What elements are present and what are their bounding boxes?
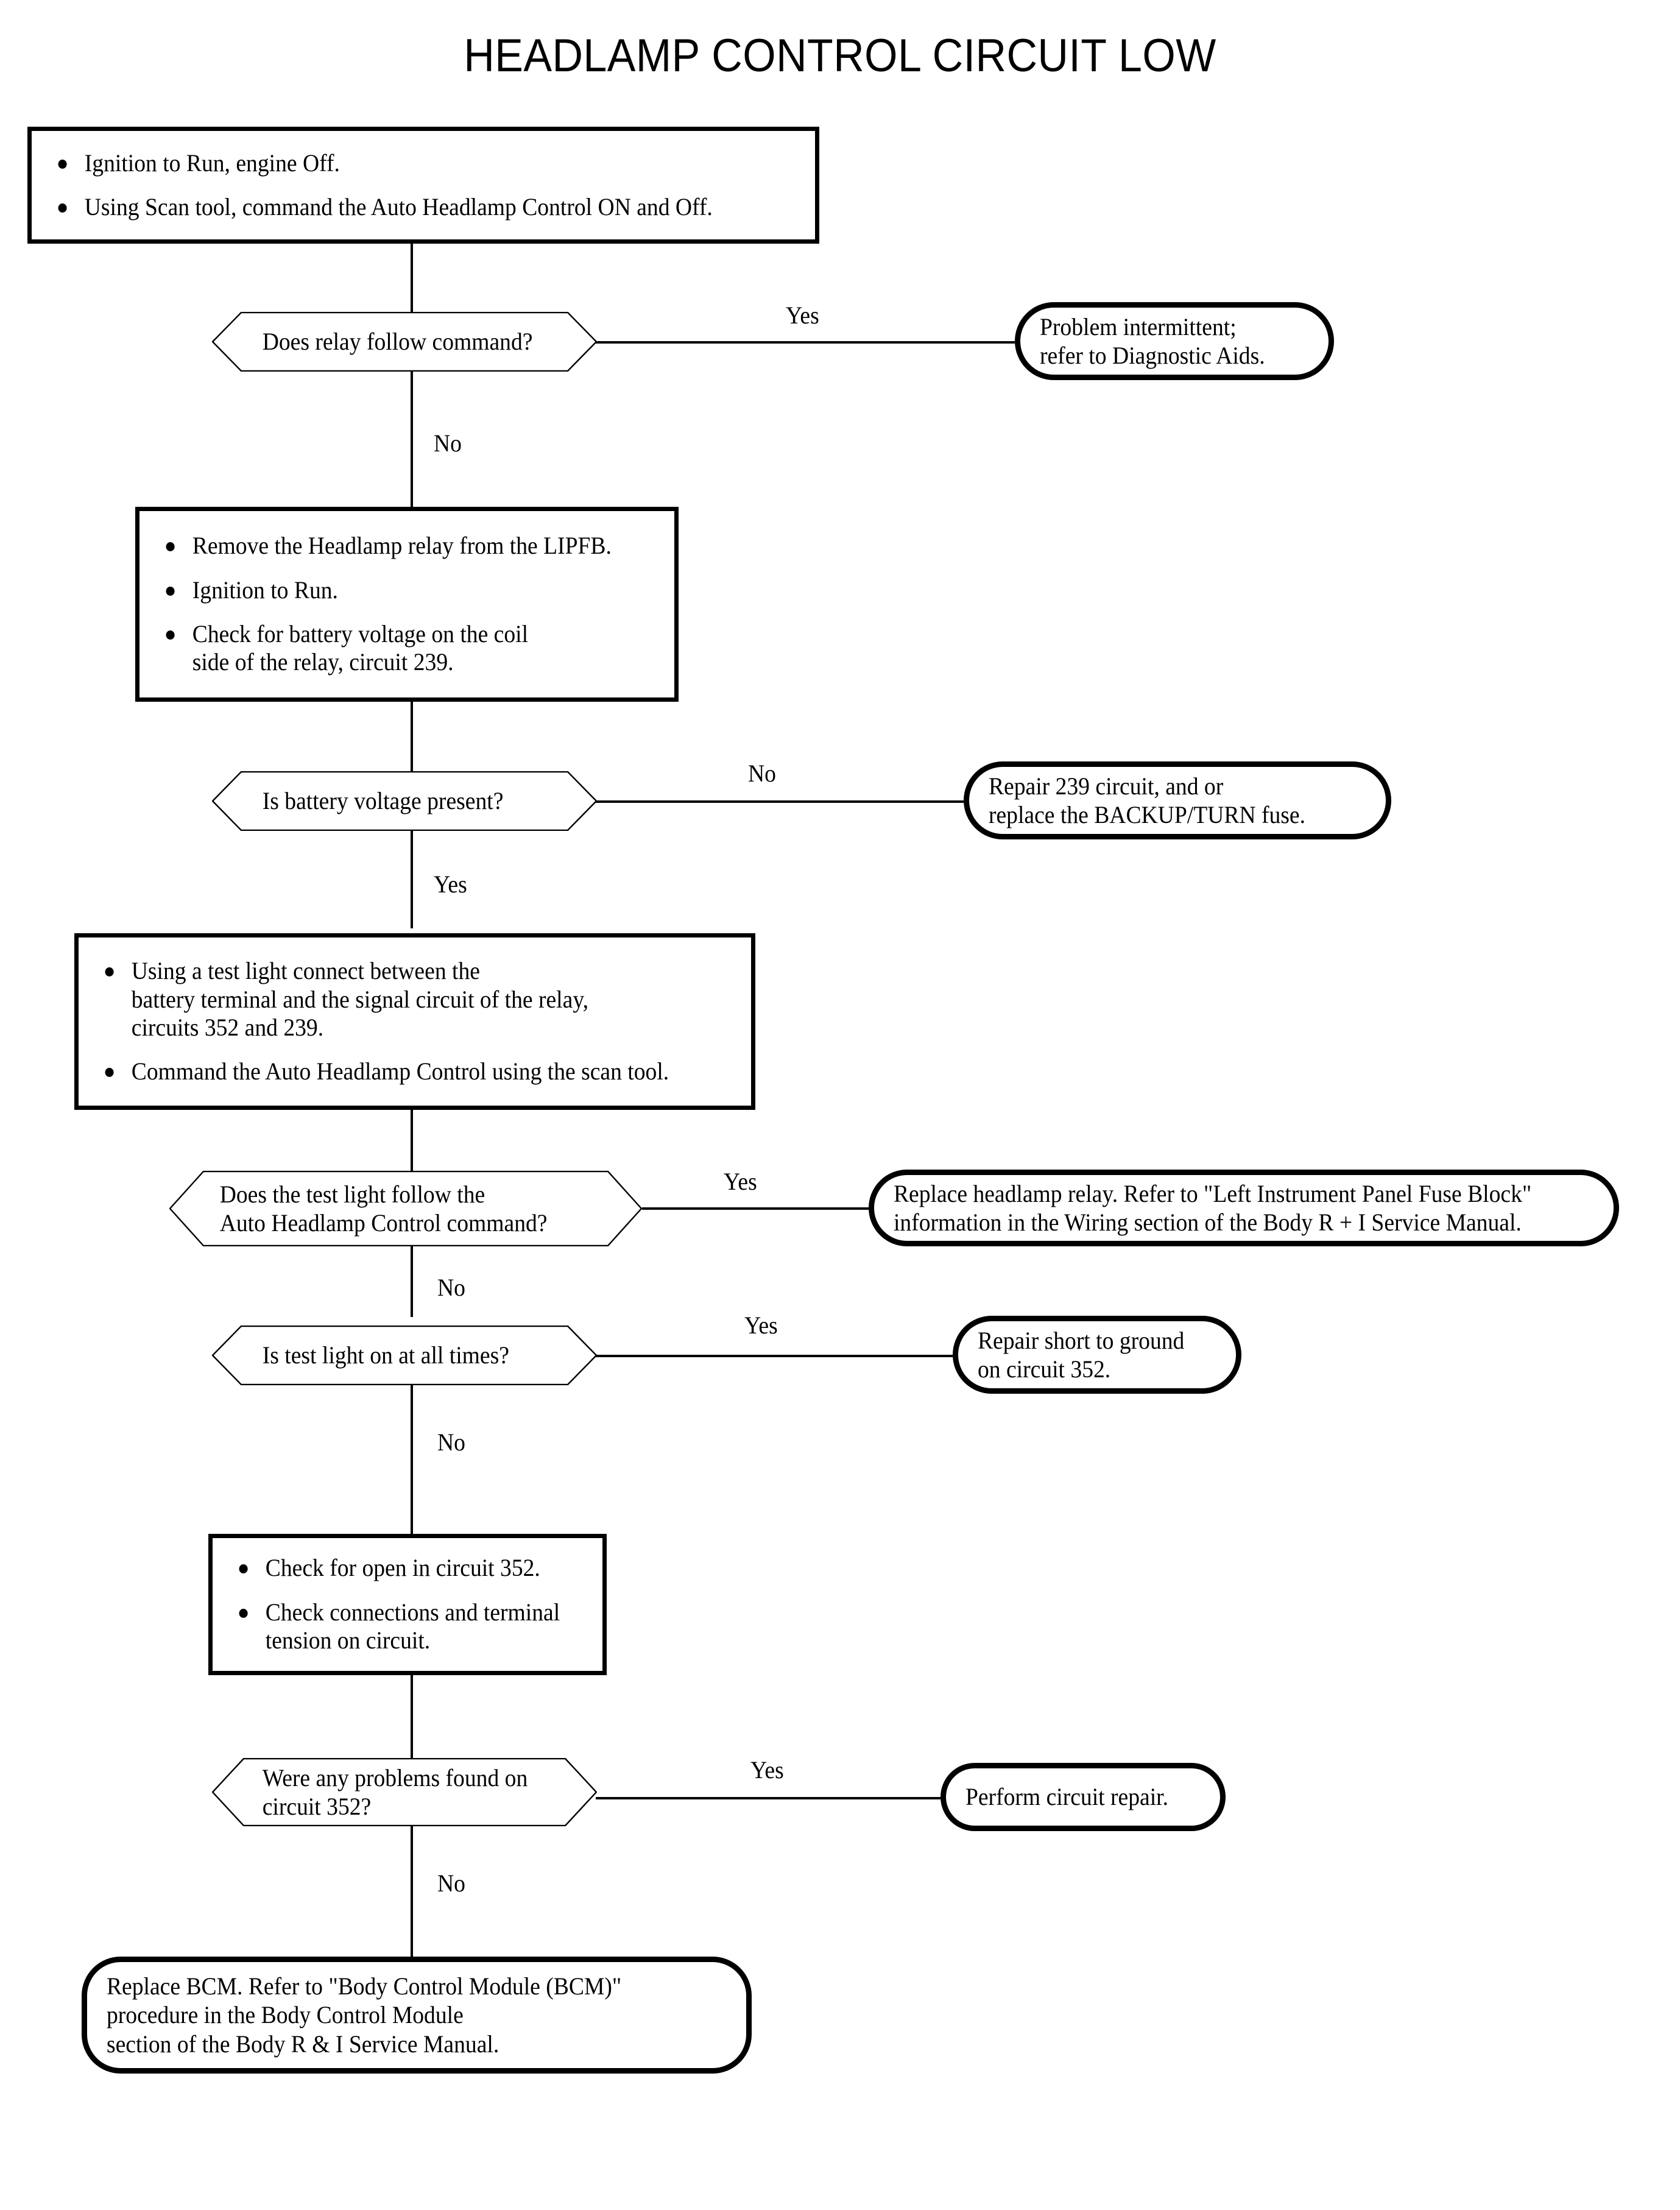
terminal-label: Repair short to ground on circuit 352.	[977, 1326, 1185, 1383]
decision-does-test-light-follow-command: Does the test light follow the Auto Head…	[169, 1171, 642, 1246]
terminal-perform-circuit-repair: Perform circuit repair.	[941, 1763, 1226, 1831]
connector-yes3	[642, 1207, 869, 1210]
list-item: Check connections and terminal tension o…	[235, 1598, 570, 1655]
branch-label-yes-2: Yes	[434, 870, 467, 898]
terminal-label: Problem intermittent; refer to Diagnosti…	[1039, 312, 1265, 369]
hexagon-shape	[212, 771, 597, 831]
connector-decision4-to-step4	[411, 1384, 413, 1536]
process-box-step4: Check for open in circuit 352. Check con…	[208, 1534, 607, 1675]
bullet-list: Ignition to Run, engine Off. Using Scan …	[54, 149, 804, 222]
decision-label: Is test light on at all times?	[262, 1341, 509, 1369]
process-box-step2: Remove the Headlamp relay from the LIPFB…	[135, 507, 679, 702]
decision-does-relay-follow-command: Does relay follow command?	[212, 312, 597, 372]
connector-yes4	[596, 1355, 953, 1357]
decision-label: Is battery voltage present?	[262, 787, 504, 815]
process-box-step3: Using a test light connect between the b…	[74, 933, 755, 1110]
terminal-label: Replace BCM. Refer to "Body Control Modu…	[106, 1972, 622, 2058]
list-item: Command the Auto Headlamp Control using …	[101, 1057, 702, 1086]
branch-label-yes-4: Yes	[744, 1312, 778, 1339]
list-item: Using a test light connect between the b…	[101, 957, 702, 1042]
process-box-step4-content: Check for open in circuit 352. Check con…	[213, 1554, 602, 1654]
terminal-label: Perform circuit repair.	[965, 1783, 1168, 1811]
list-item: Using Scan tool, command the Auto Headla…	[54, 193, 759, 221]
list-item: Check for battery voltage on the coil si…	[161, 620, 634, 677]
terminal-repair-239-circuit: Repair 239 circuit, and or replace the B…	[964, 761, 1391, 839]
terminal-replace-headlamp-relay: Replace headlamp relay. Refer to "Left I…	[869, 1170, 1619, 1246]
bullet-list: Remove the Headlamp relay from the LIPFB…	[161, 532, 663, 677]
branch-label-no-1: No	[434, 429, 462, 457]
process-box-step1-content: Ignition to Run, engine Off. Using Scan …	[32, 149, 815, 222]
process-box-step3-content: Using a test light connect between the b…	[79, 957, 751, 1086]
connector-step4-to-decision5	[411, 1674, 413, 1759]
connector-step1-to-decision1	[411, 242, 413, 314]
connector-step3-to-decision3	[411, 1110, 413, 1174]
hexagon-shape	[212, 312, 597, 372]
connector-yes5	[596, 1797, 941, 1799]
branch-label-no-5: No	[437, 1869, 465, 1897]
terminal-replace-bcm: Replace BCM. Refer to "Body Control Modu…	[82, 1957, 752, 2074]
hexagon-shape	[212, 1758, 597, 1826]
decision-were-any-problems-found: Were any problems found on circuit 352?	[212, 1758, 597, 1826]
branch-label-yes-3: Yes	[724, 1168, 757, 1195]
branch-label-yes-5: Yes	[750, 1756, 784, 1784]
connector-decision5-to-final	[411, 1825, 413, 1960]
list-item: Remove the Headlamp relay from the LIPFB…	[161, 532, 634, 560]
decision-is-test-light-on-at-all-times: Is test light on at all times?	[212, 1326, 597, 1385]
branch-label-no-2: No	[748, 760, 776, 787]
connector-decision3-to-decision4	[411, 1240, 413, 1317]
connector-yes1	[596, 341, 1015, 344]
connector-decision2-to-step3	[411, 830, 413, 928]
list-item: Ignition to Run.	[161, 576, 634, 604]
connector-no2	[596, 800, 964, 803]
branch-label-no-3: No	[437, 1274, 465, 1301]
process-box-step1: Ignition to Run, engine Off. Using Scan …	[27, 127, 819, 244]
branch-label-no-4: No	[437, 1428, 465, 1456]
page-title: HEADLAMP CONTROL CIRCUIT LOW	[464, 30, 1216, 82]
terminal-problem-intermittent: Problem intermittent; refer to Diagnosti…	[1015, 302, 1334, 380]
connector-decision1-to-step2	[411, 370, 413, 509]
list-item: Check for open in circuit 352.	[235, 1554, 570, 1582]
hexagon-shape	[169, 1171, 642, 1246]
terminal-label: Replace headlamp relay. Refer to "Left I…	[893, 1179, 1532, 1236]
bullet-list: Using a test light connect between the b…	[101, 957, 740, 1086]
process-box-step2-content: Remove the Headlamp relay from the LIPFB…	[139, 532, 674, 677]
bullet-list: Check for open in circuit 352. Check con…	[235, 1554, 591, 1654]
decision-label: Does relay follow command?	[262, 328, 533, 356]
list-item: Ignition to Run, engine Off.	[54, 149, 759, 177]
decision-label: Were any problems found on circuit 352?	[262, 1763, 528, 1820]
hexagon-shape	[212, 1326, 597, 1385]
terminal-repair-short-to-ground: Repair short to ground on circuit 352.	[953, 1316, 1241, 1394]
connector-step2-to-decision2	[411, 702, 413, 774]
decision-label: Does the test light follow the Auto Head…	[219, 1180, 548, 1237]
terminal-label: Repair 239 circuit, and or replace the B…	[988, 772, 1306, 828]
decision-is-battery-voltage-present: Is battery voltage present?	[212, 771, 597, 831]
branch-label-yes-1: Yes	[786, 302, 819, 329]
